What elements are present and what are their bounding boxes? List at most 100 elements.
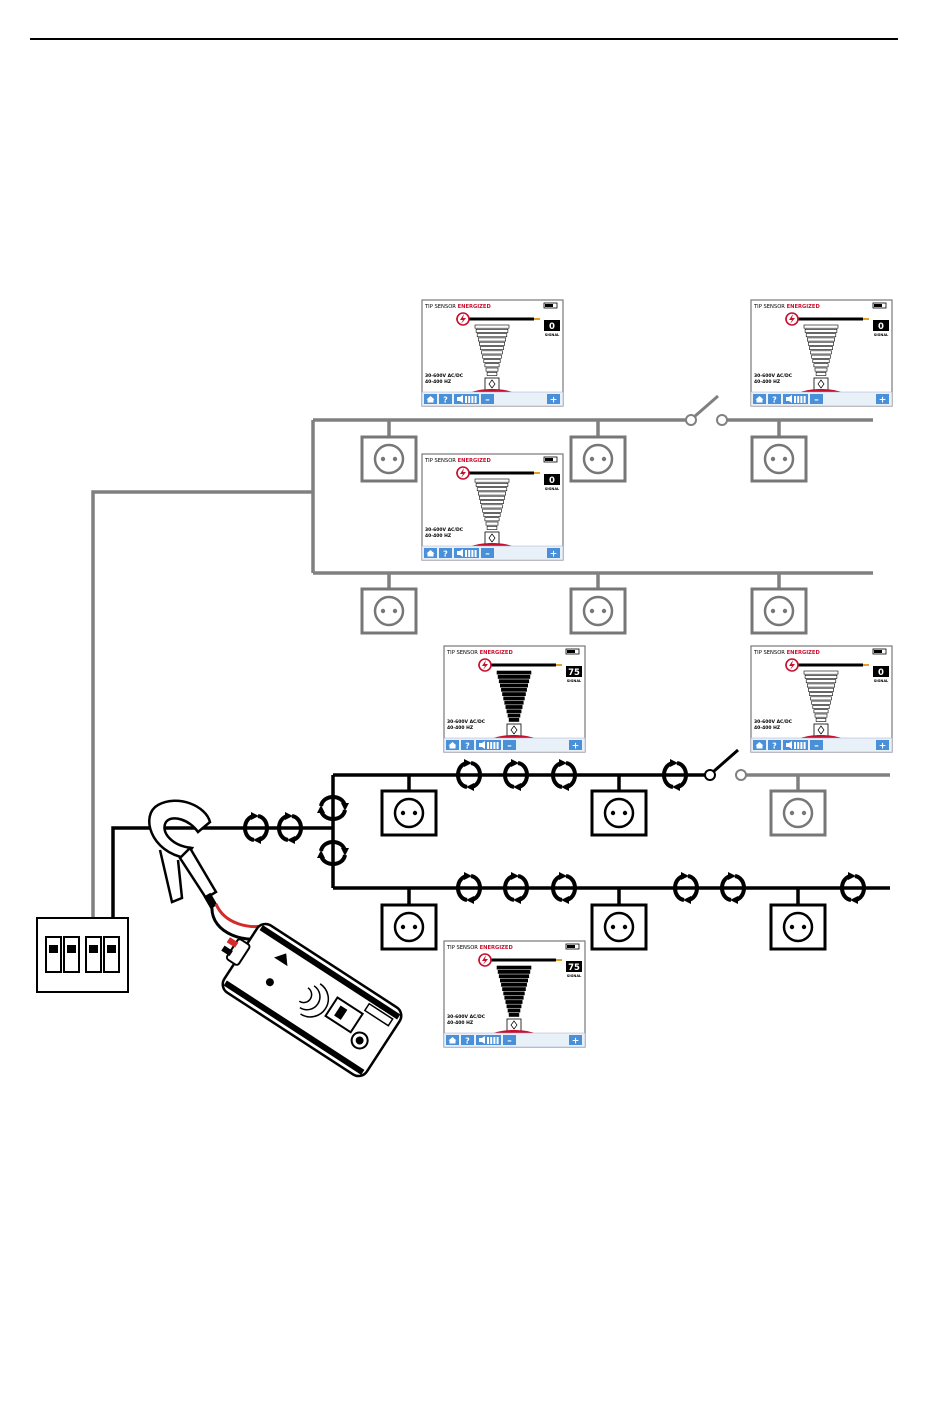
signal-label: SIGNAL <box>545 333 560 337</box>
svg-text:–: – <box>507 742 512 752</box>
screen-toolbar: ? – + <box>443 1032 586 1048</box>
minus-button[interactable] <box>810 740 823 750</box>
signal-label: SIGNAL <box>874 679 889 683</box>
voltage-range: 30-600V AC/DC <box>447 1014 486 1020</box>
voltage-range: 30-600V AC/DC <box>425 373 464 379</box>
help-button[interactable] <box>439 548 452 558</box>
signal-value: 0 <box>549 476 555 486</box>
transmitter <box>221 922 403 1078</box>
plus-button[interactable] <box>547 548 560 558</box>
signal-label: SIGNAL <box>567 679 582 683</box>
outlet-live <box>769 903 827 951</box>
minus-button[interactable] <box>810 394 823 404</box>
signal-label: SIGNAL <box>874 333 889 337</box>
plus-button[interactable] <box>569 740 582 750</box>
signal-box <box>566 666 582 677</box>
state-label: ENERGIZED <box>458 304 492 310</box>
svg-text:+: + <box>879 742 887 752</box>
screen-toolbar: ?–+ <box>750 737 893 753</box>
svg-text:–: – <box>507 1037 512 1047</box>
signal-label: SIGNAL <box>545 487 560 491</box>
svg-text:+: + <box>572 1037 580 1047</box>
sensor-label: TIP SENSOR ENERGIZED <box>753 304 820 310</box>
help-button[interactable] <box>768 740 781 750</box>
signal-box <box>544 474 560 485</box>
svg-text:?: ? <box>465 742 470 751</box>
sensor-label: TIP SENSOR ENERGIZED <box>446 650 513 656</box>
svg-text:–: – <box>485 396 490 406</box>
signal-box <box>566 961 582 972</box>
outlet-live <box>590 903 648 951</box>
svg-text:?: ? <box>465 1037 470 1046</box>
svg-text:?: ? <box>443 550 448 559</box>
breaker-panel <box>36 917 129 993</box>
plus-button[interactable] <box>547 394 560 404</box>
voltage-range: 30-600V AC/DC <box>754 373 793 379</box>
svg-text:+: + <box>550 550 558 560</box>
svg-text:–: – <box>814 396 819 406</box>
svg-text:–: – <box>814 742 819 752</box>
frequency-range: 40-400 HZ <box>754 379 781 385</box>
help-button[interactable] <box>768 394 781 404</box>
signal-value: 75 <box>568 668 580 678</box>
signal-box <box>873 320 889 331</box>
dead-branch-lower <box>742 773 890 791</box>
plus-button[interactable] <box>876 740 889 750</box>
state-label: ENERGIZED <box>458 458 492 464</box>
signal-box <box>544 320 560 331</box>
svg-text:?: ? <box>772 396 777 405</box>
sensor-label: TIP SENSOR ENERGIZED <box>424 304 491 310</box>
signal-label: SIGNAL <box>567 974 582 978</box>
state-label: ENERGIZED <box>480 650 514 656</box>
svg-text:+: + <box>879 396 887 406</box>
svg-text:+: + <box>550 396 558 406</box>
outlet <box>569 587 627 635</box>
plus-button[interactable] <box>569 1035 582 1045</box>
open-switch-lower <box>704 748 747 781</box>
outlet-live <box>590 789 648 837</box>
current-clamp <box>148 799 269 941</box>
minus-button[interactable] <box>481 548 494 558</box>
signal-value: 75 <box>568 963 580 973</box>
signal-value: 0 <box>878 668 884 678</box>
frequency-range: 40-400 HZ <box>425 379 452 385</box>
outlet <box>569 435 627 483</box>
frequency-range: 40-400 HZ <box>425 533 452 539</box>
sensor-label: TIP SENSOR ENERGIZED <box>446 945 513 951</box>
dead-circuit <box>91 418 873 918</box>
outlet <box>769 789 827 837</box>
outlet-live <box>380 789 438 837</box>
plus-button[interactable] <box>876 394 889 404</box>
sensor-label: TIP SENSOR ENERGIZED <box>424 458 491 464</box>
outlet <box>360 587 418 635</box>
svg-text:–: – <box>485 550 490 560</box>
minus-button[interactable] <box>503 1035 516 1045</box>
voltage-range: 30-600V AC/DC <box>425 527 464 533</box>
svg-text:+: + <box>572 742 580 752</box>
outlet <box>750 587 808 635</box>
signal-value: 0 <box>549 322 555 332</box>
signal-box <box>873 666 889 677</box>
help-button[interactable] <box>439 394 452 404</box>
minus-button[interactable] <box>503 740 516 750</box>
signal-value: 0 <box>878 322 884 332</box>
state-label: ENERGIZED <box>787 650 821 656</box>
help-button[interactable] <box>461 740 474 750</box>
frequency-range: 40-400 HZ <box>447 1020 474 1026</box>
screen-toolbar: ? – + <box>750 391 893 407</box>
open-switch-upper <box>685 394 728 426</box>
voltage-range: 30-600V AC/DC <box>447 719 486 725</box>
frequency-range: 40-400 HZ <box>754 725 781 731</box>
minus-button[interactable] <box>481 394 494 404</box>
outlet-live <box>380 903 438 951</box>
voltage-range: 30-600V AC/DC <box>754 719 793 725</box>
sensor-label: TIP SENSOR ENERGIZED <box>753 650 820 656</box>
help-button[interactable] <box>461 1035 474 1045</box>
